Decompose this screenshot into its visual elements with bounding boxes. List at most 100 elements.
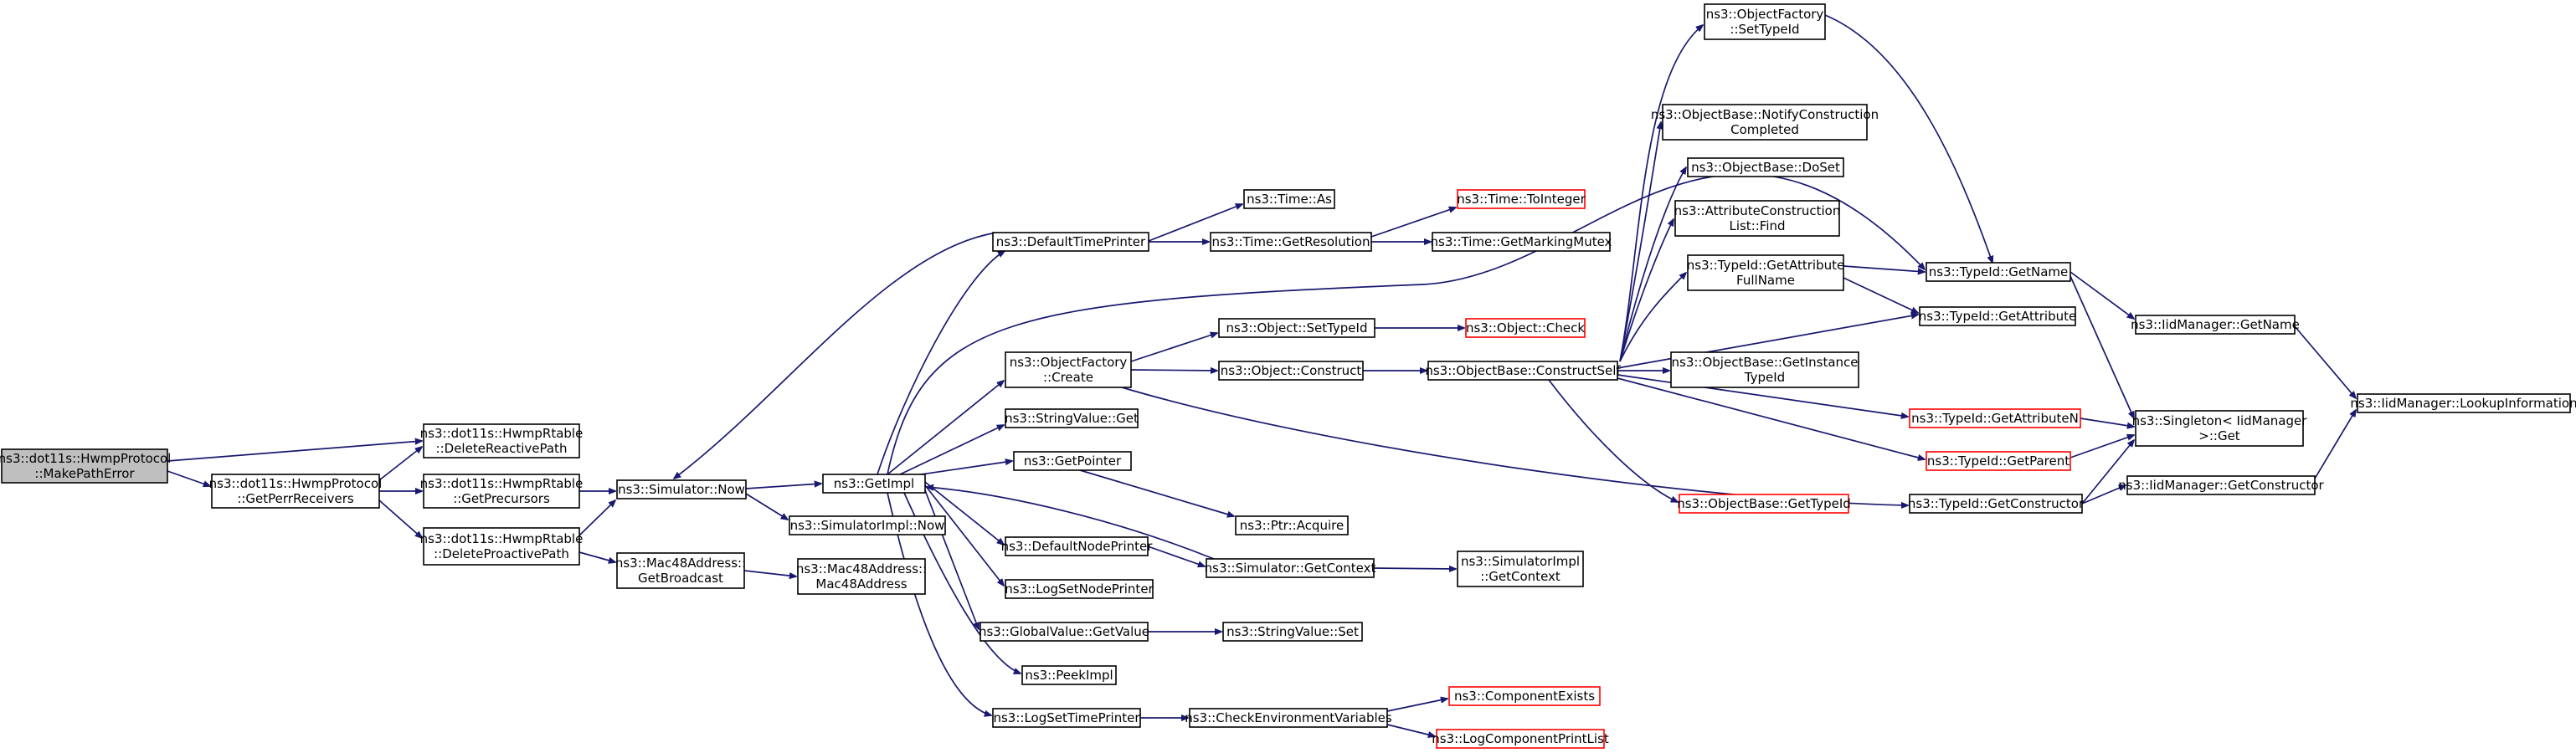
node-label: ns3::StringValue::Get (1005, 411, 1139, 426)
call-edge (745, 484, 821, 489)
graph-node-logsetnode[interactable]: ns3::LogSetNodePrinter (1005, 579, 1154, 599)
graph-node-tidgetname[interactable]: ns3::TypeId::GetName (1926, 262, 2071, 282)
graph-node-setTid[interactable]: ns3::Object::SetTypeId (1218, 318, 1375, 338)
graph-node-singleton[interactable]: ns3::Singleton< IidManager>::Get (2132, 410, 2308, 447)
graph-node-getbcast[interactable]: ns3::Mac48Address::GetBroadcast (615, 552, 746, 589)
graph-node-simimplnow[interactable]: ns3::SimulatorImpl::Now (789, 515, 946, 535)
node-box (2135, 410, 2304, 447)
node-label: ::GetPrecursors (453, 491, 550, 506)
node-box (2126, 475, 2316, 495)
node-label: ns3::AttributeConstruction (1674, 203, 1841, 218)
node-label: ::DeleteReactivePath (436, 441, 568, 456)
graph-node-simnow[interactable]: ns3::Simulator::Now (616, 479, 747, 499)
node-label: ns3::TypeId::GetAttribute (1687, 258, 1844, 273)
call-edge (2314, 410, 2356, 479)
graph-node-deftime[interactable]: ns3::DefaultTimePrinter (992, 232, 1149, 252)
graph-node-delproact[interactable]: ns3::dot11s::HwmpRtable::DeleteProactive… (420, 527, 584, 566)
node-label: ::MakePathError (34, 466, 135, 481)
node-label: >::Get (2198, 428, 2240, 443)
node-label: ns3::TypeId::GetName (1929, 264, 2068, 279)
node-label: ns3::TypeId::GetAttributeN (1911, 411, 2079, 426)
graph-node-objconstruct[interactable]: ns3::Object::Construct (1218, 361, 1364, 381)
node-label: ns3::Mac48Address:: (615, 556, 746, 571)
call-edge (2081, 485, 2126, 505)
graph-node-compexists[interactable]: ns3::ComponentExists (1448, 686, 1601, 706)
node-box (1909, 408, 2081, 428)
graph-node-strvalget[interactable]: ns3::StringValue::Get (1005, 408, 1139, 428)
graph-node-logsettime[interactable]: ns3::LogSetTimePrinter (992, 708, 1141, 728)
graph-node-simgetctx[interactable]: ns3::Simulator::GetContext (1205, 558, 1376, 578)
graph-node-strvalset[interactable]: ns3::StringValue::Set (1222, 622, 1363, 642)
call-edge (1148, 204, 1242, 242)
graph-node-obconstructself[interactable]: ns3::ObjectBase::ConstructSelf (1425, 361, 1621, 381)
graph-node-tidgetparent[interactable]: ns3::TypeId::GetParent (1926, 451, 2071, 471)
node-box (1919, 306, 2076, 326)
graph-node-defnode[interactable]: ns3::DefaultNodePrinter (1001, 536, 1154, 556)
graph-node-objcheck[interactable]: ns3::Object::Check (1465, 318, 1586, 338)
node-box (211, 474, 380, 509)
graph-node-obnotify[interactable]: ns3::ObjectBase::NotifyConstructionCompl… (1651, 104, 1879, 141)
graph-node-timeas[interactable]: ns3::Time::As (1243, 189, 1335, 209)
call-edge (1843, 277, 1918, 313)
graph-node-tidgetctor[interactable]: ns3::TypeId::GetConstructor (1908, 494, 2085, 514)
graph-node-toint[interactable]: ns3::Time::ToInteger (1457, 189, 1586, 209)
node-label: FullName (1736, 273, 1795, 288)
node-box (1926, 262, 2071, 282)
call-edge (578, 500, 615, 536)
node-label: ns3::dot11s::HwmpRtable (420, 426, 584, 441)
graph-node-delreact[interactable]: ns3::dot11s::HwmpRtable::DeleteReactiveP… (420, 423, 584, 458)
graph-node-obdoset[interactable]: ns3::ObjectBase::DoSet (1687, 157, 1844, 177)
call-edge (378, 499, 422, 538)
graph-node-objfsettid[interactable]: ns3::ObjectFactory::SetTypeId (1704, 3, 1826, 40)
graph-node-getres[interactable]: ns3::Time::GetResolution (1210, 232, 1372, 252)
graph-node-tidgetattr[interactable]: ns3::TypeId::GetAttribute (1919, 306, 2076, 326)
call-edge (1619, 273, 1686, 362)
call-edge (1617, 377, 1925, 459)
graph-node-logcomplist[interactable]: ns3::LogComponentPrintList (1432, 729, 1609, 749)
graph-node-getprec[interactable]: ns3::dot11s::HwmpRtable::GetPrecursors (420, 474, 584, 509)
graph-node-getmark[interactable]: ns3::Time::GetMarkingMutex (1431, 232, 1612, 252)
graph-node-peekimpl[interactable]: ns3::PeekImpl (1021, 665, 1117, 685)
graph-node-getimpl[interactable]: ns3::GetImpl (822, 474, 926, 494)
node-label: ns3::SimulatorImpl::Now (790, 518, 945, 533)
call-edge (1548, 379, 1678, 502)
node-box (1013, 451, 1132, 471)
call-edge (1617, 315, 1918, 369)
node-box (1222, 622, 1363, 642)
graph-node-iidgetname[interactable]: ns3::IidManager::GetName (2131, 315, 2300, 335)
node-box (1005, 408, 1139, 428)
node-box (1005, 579, 1154, 599)
graph-node-iidlookup[interactable]: ns3::IidManager::LookupInformation (2350, 393, 2576, 413)
graph-node-checkenv[interactable]: ns3::CheckEnvironmentVariables (1185, 708, 1392, 728)
node-box (1674, 200, 1840, 237)
node-label: GetBroadcast (638, 571, 723, 586)
node-box (2135, 315, 2296, 335)
node-box (1218, 318, 1375, 338)
graph-node-objfcreate[interactable]: ns3::ObjectFactory::Create (1005, 351, 1132, 388)
node-box (616, 552, 745, 589)
graph-node-ptracquire[interactable]: ns3::Ptr::Acquire (1235, 515, 1349, 535)
graph-node-root[interactable]: ns3::dot11s::HwmpProtocol::MakePathError (0, 448, 171, 484)
graph-node-mac48[interactable]: ns3::Mac48Address::Mac48Address (796, 558, 927, 595)
node-box (1909, 494, 2083, 514)
graph-node-getperr[interactable]: ns3::dot11s::HwmpProtocol::GetPerrReceiv… (209, 474, 383, 509)
node-label: ::DeleteProactivePath (434, 546, 569, 561)
call-edge (1619, 122, 1661, 362)
node-label: ns3::ObjectFactory (1706, 7, 1824, 22)
call-edge (2070, 275, 2134, 418)
call-edge (745, 493, 788, 520)
graph-node-tidgetattrn[interactable]: ns3::TypeId::GetAttributeN (1909, 408, 2081, 428)
graph-node-obgettid[interactable]: ns3::ObjectBase::GetTypeId (1677, 494, 1851, 514)
graph-node-iidgetctor[interactable]: ns3::IidManager::GetConstructor (2118, 475, 2325, 495)
graph-node-simimplgetctx[interactable]: ns3::SimulatorImpl::GetContext (1457, 551, 1584, 587)
call-edge (1619, 167, 1686, 362)
graph-node-gvget[interactable]: ns3::GlobalValue::GetValue (979, 622, 1149, 642)
call-edge (1147, 546, 1205, 566)
node-label: ns3::LogComponentPrintList (1432, 731, 1609, 746)
graph-node-getpointer[interactable]: ns3::GetPointer (1013, 451, 1132, 471)
call-edge (378, 447, 422, 481)
